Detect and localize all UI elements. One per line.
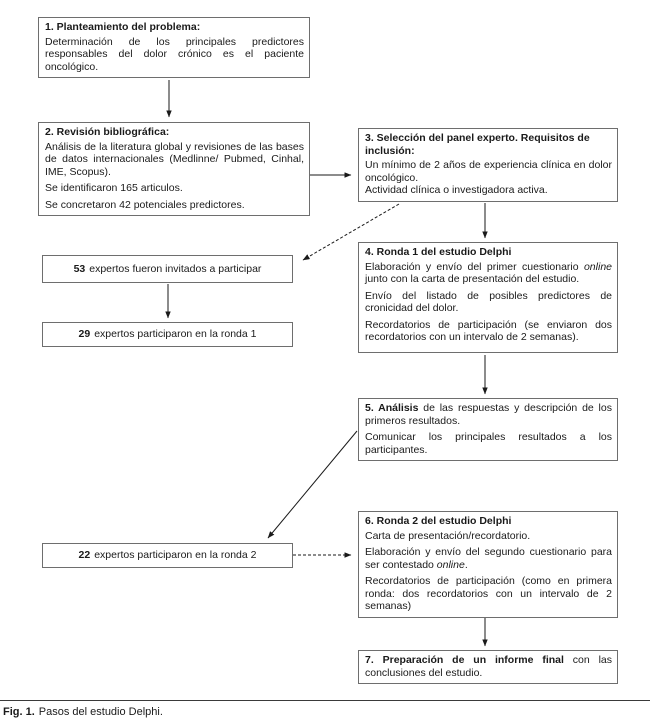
step6-paragraph-3: Recordatorios de participación (como en … bbox=[365, 575, 612, 612]
step5-paragraph-2: Comunicar los principales resultados a l… bbox=[365, 431, 612, 456]
step1-title: 1. Planteamiento del problema: bbox=[45, 21, 201, 33]
step4-box: 4. Ronda 1 del estudio Delphi Elaboració… bbox=[358, 242, 618, 353]
step3-paragraph-2: Actividad clínica o investigadora activa… bbox=[365, 184, 548, 196]
step6-paragraph-1: Carta de presentación/recordatorio. bbox=[365, 529, 531, 542]
step3-box: 3. Selección del panel experto. Requisit… bbox=[358, 128, 618, 202]
step5-box: 5. Análisis de las respuestas y descripc… bbox=[358, 398, 618, 461]
step7-title: 7. Preparación de un informe final con l… bbox=[365, 654, 612, 679]
experts-round2-box: 22 expertos participaron en la ronda 2 bbox=[42, 543, 293, 568]
step2-paragraph-2: Se identificaron 165 articulos. bbox=[45, 182, 183, 194]
step3-paragraph-1: Un mínimo de 2 años de experiencia clíni… bbox=[365, 159, 612, 184]
step6-box: 6. Ronda 2 del estudio Delphi Carta de p… bbox=[358, 511, 618, 618]
figure-caption-label: Fig. 1. bbox=[3, 706, 35, 718]
step2-paragraph-1: Análisis de la literatura global y revis… bbox=[45, 140, 304, 178]
online-italic: online bbox=[436, 558, 465, 571]
experts-round1-box: 29 expertos participaron en la ronda 1 bbox=[42, 322, 293, 347]
step1-box: 1. Planteamiento del problema: Determina… bbox=[38, 17, 310, 78]
experts-invited-box: 53 expertos fueron invitados a participa… bbox=[42, 255, 293, 283]
experts-invited-label: expertos fueron invitados a participar bbox=[89, 262, 262, 275]
step4-title: 4. Ronda 1 del estudio Delphi bbox=[365, 246, 512, 258]
figure-caption: Fig. 1.Pasos del estudio Delphi. bbox=[3, 706, 163, 719]
step6-paragraph-2: Elaboración y envío del segundo cuestion… bbox=[365, 546, 612, 571]
online-italic: online bbox=[583, 260, 612, 273]
experts-invited-count: 53 bbox=[73, 262, 86, 275]
step4-paragraph-3: Recordatorios de participación (se envia… bbox=[365, 318, 612, 344]
step2-box: 2. Revisión bibliográfica: Análisis de l… bbox=[38, 122, 310, 216]
arrow-step5-round2 bbox=[267, 430, 358, 539]
step1-body: Determinación de los principales predict… bbox=[45, 35, 304, 73]
step2-title: 2. Revisión bibliográfica: bbox=[45, 126, 170, 138]
experts-round2-label: expertos participaron en la ronda 2 bbox=[94, 549, 257, 562]
step3-title: 3. Selección del panel experto. Requisit… bbox=[365, 132, 590, 157]
experts-round1-count: 29 bbox=[78, 328, 91, 341]
experts-round1-label: expertos participaron en la ronda 1 bbox=[94, 328, 257, 341]
caption-divider bbox=[0, 700, 650, 701]
step7-box: 7. Preparación de un informe final con l… bbox=[358, 650, 618, 684]
step4-paragraph-2: Envío del listado de posibles predictore… bbox=[365, 289, 612, 315]
arrow-step3-invited-dashed bbox=[302, 203, 400, 261]
step2-paragraph-3: Se concretaron 42 potenciales predictore… bbox=[45, 198, 245, 211]
step6-title: 6. Ronda 2 del estudio Delphi bbox=[365, 515, 512, 527]
step4-paragraph-1: Elaboración y envío del primer cuestiona… bbox=[365, 260, 612, 286]
step5-title: 5. Análisis de las respuestas y descripc… bbox=[365, 402, 612, 427]
experts-round2-count: 22 bbox=[78, 549, 91, 562]
figure-caption-text: Pasos del estudio Delphi. bbox=[38, 706, 163, 718]
